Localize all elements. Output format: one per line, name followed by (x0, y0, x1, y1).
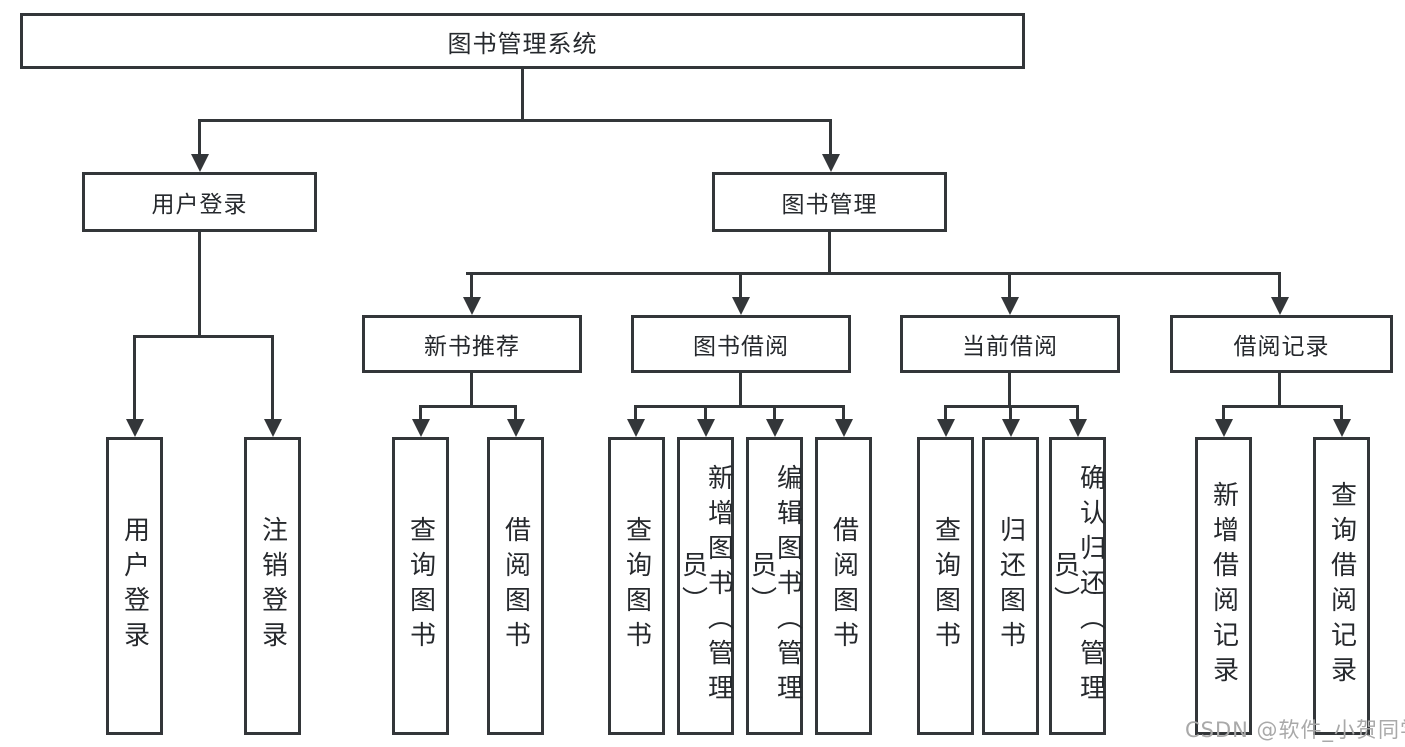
node-label: 借阅图书 (828, 516, 859, 656)
connector-line (829, 119, 832, 155)
arrowhead-icon (835, 419, 853, 437)
connector-line (1222, 405, 1343, 408)
node-label: 借阅图书 (500, 516, 531, 656)
connector-line (1278, 373, 1281, 408)
connector-line (198, 232, 201, 338)
connector-line (198, 119, 201, 155)
node-new-book-recommend: 新书推荐 (362, 315, 582, 373)
node-label: 查询图书 (405, 516, 436, 656)
connector-line (419, 405, 517, 408)
node-label: 查询图书 (930, 516, 961, 656)
node-label: 查询借阅记录 (1326, 481, 1357, 691)
node-leaf-edit-books-admin: 编辑图书（管理员） (746, 437, 803, 735)
node-borrow-records: 借阅记录 (1170, 315, 1393, 373)
node-leaf-borrow-books-2: 借阅图书 (815, 437, 872, 735)
node-label: 查询图书 (621, 516, 652, 656)
node-user-login: 用户登录 (82, 172, 317, 232)
node-leaf-borrow-books-1: 借阅图书 (487, 437, 544, 735)
arrowhead-icon (732, 297, 750, 315)
arrowhead-icon (697, 419, 715, 437)
arrowhead-icon (822, 154, 840, 172)
arrowhead-icon (463, 297, 481, 315)
connector-line (634, 405, 637, 420)
node-book-management: 图书管理 (712, 172, 947, 232)
node-current-borrowing: 当前借阅 (900, 315, 1120, 373)
connector-line (634, 405, 845, 408)
arrowhead-icon (1001, 297, 1019, 315)
arrowhead-icon (627, 419, 645, 437)
connector-line (1008, 373, 1011, 408)
connector-line (828, 232, 831, 275)
connector-line (842, 405, 845, 420)
connector-line (514, 405, 517, 420)
node-leaf-user-login: 用户登录 (106, 437, 163, 735)
node-leaf-query-books-2: 查询图书 (608, 437, 665, 735)
arrowhead-icon (1271, 297, 1289, 315)
arrowhead-icon (1215, 419, 1233, 437)
node-leaf-query-books-1: 查询图书 (392, 437, 449, 735)
connector-line (419, 405, 422, 420)
arrowhead-icon (264, 419, 282, 437)
connector-line (1340, 405, 1343, 420)
connector-line (1076, 405, 1079, 420)
node-leaf-logout: 注销登录 (244, 437, 301, 735)
connector-line (1278, 272, 1281, 298)
connector-line (133, 335, 136, 420)
connector-line (773, 405, 776, 420)
node-leaf-query-borrow-record: 查询借阅记录 (1313, 437, 1370, 735)
node-label: 确认归还（管理员） (1049, 463, 1106, 709)
connector-line (466, 272, 1281, 275)
arrowhead-icon (1333, 419, 1351, 437)
arrowhead-icon (1069, 419, 1087, 437)
node-label: 编辑图书（管理员） (746, 463, 803, 709)
connector-line (470, 373, 473, 408)
node-label: 用户登录 (119, 516, 150, 656)
node-label: 归还图书 (995, 516, 1026, 656)
arrowhead-icon (507, 419, 525, 437)
connector-line (271, 335, 274, 420)
node-label: 新增图书（管理员） (677, 463, 734, 709)
node-label: 新增借阅记录 (1208, 481, 1239, 691)
node-leaf-add-borrow-record: 新增借阅记录 (1195, 437, 1252, 735)
connector-line (739, 272, 742, 298)
node-label: 注销登录 (257, 516, 288, 656)
node-leaf-return-books: 归还图书 (982, 437, 1039, 735)
connector-line (704, 405, 707, 420)
node-leaf-confirm-return-admin: 确认归还（管理员） (1049, 437, 1106, 735)
connector-line (133, 335, 274, 338)
connector-line (1008, 272, 1011, 298)
node-root: 图书管理系统 (20, 13, 1025, 69)
node-book-borrowing: 图书借阅 (631, 315, 851, 373)
connector-line (944, 405, 947, 420)
csdn-watermark: CSDN @软件_小贺同学 (1185, 718, 1405, 742)
arrowhead-icon (191, 154, 209, 172)
connector-line (470, 272, 473, 298)
connector-line (1222, 405, 1225, 420)
arrowhead-icon (937, 419, 955, 437)
connector-line (739, 373, 742, 408)
arrowhead-icon (766, 419, 784, 437)
arrowhead-icon (412, 419, 430, 437)
arrowhead-icon (126, 419, 144, 437)
connector-line (198, 119, 832, 122)
node-leaf-add-books-admin: 新增图书（管理员） (677, 437, 734, 735)
arrowhead-icon (1002, 419, 1020, 437)
connector-line (1009, 405, 1012, 420)
node-leaf-query-books-3: 查询图书 (917, 437, 974, 735)
connector-line (521, 69, 524, 121)
